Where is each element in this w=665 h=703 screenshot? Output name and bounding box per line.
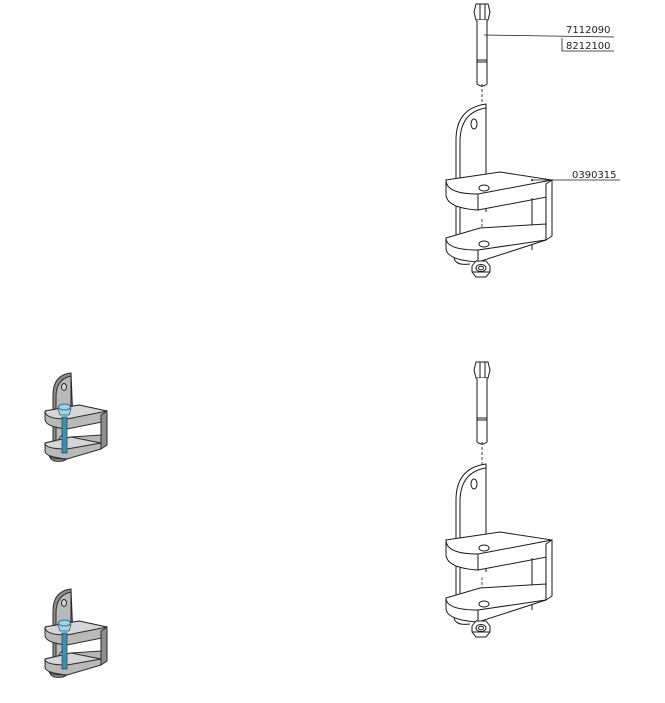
- leader-bolt: [483, 34, 615, 38]
- bracket-top: [445, 103, 553, 265]
- exploded-assembly-top: [445, 3, 553, 278]
- callout-leaders: [483, 34, 620, 181]
- callout-bolt-part: 7112090: [566, 25, 611, 36]
- bracket-bottom: [445, 463, 553, 625]
- assembled-bracket-thumbnail-1: [44, 372, 108, 462]
- callout-bracket-part: 0390315: [572, 170, 617, 181]
- bolt-top: [473, 3, 491, 87]
- bolt-bottom: [473, 361, 491, 445]
- leader-box-nut: [561, 38, 614, 52]
- assembled-bracket-thumbnail-2: [44, 588, 108, 678]
- exploded-assembly-bottom: [445, 361, 553, 638]
- leader-dot-bracket: [531, 179, 533, 181]
- nut-bottom: [471, 620, 491, 638]
- callout-nut-part: 8212100: [566, 41, 611, 52]
- nut-top: [471, 260, 491, 278]
